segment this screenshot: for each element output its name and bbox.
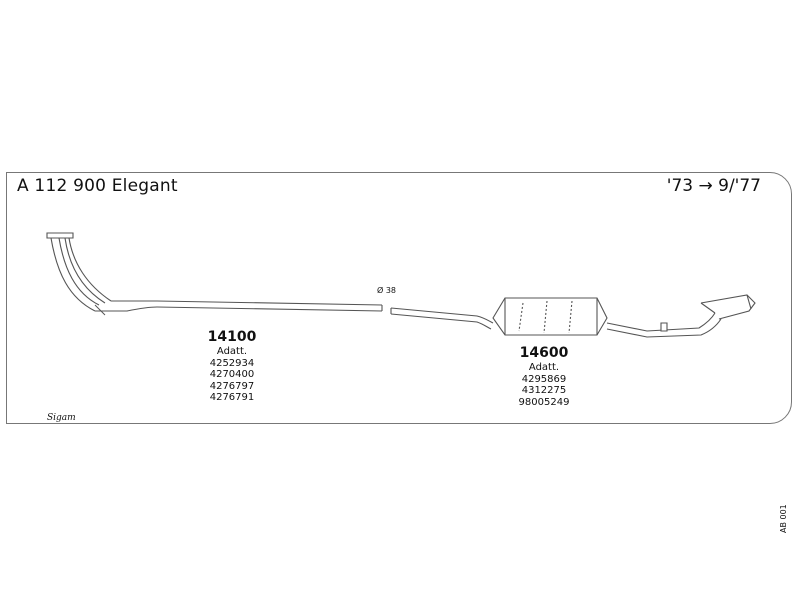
part-note: Adatt. xyxy=(216,346,248,357)
part-number: 14600 xyxy=(519,345,569,361)
muffler-shape xyxy=(492,297,608,336)
part-code: 4312275 xyxy=(521,385,567,396)
front-long-pipe-shape xyxy=(156,300,383,312)
part-code: 98005249 xyxy=(518,396,570,408)
part-code: 4270400 xyxy=(209,369,255,380)
vehicle-title: A 112 900 Elegant xyxy=(17,176,178,196)
year-range: '73 → 9/'77 xyxy=(666,176,761,196)
diameter-label: Ø 38 xyxy=(377,286,397,295)
diagram-panel: A 112 900 Elegant '73 → 9/'77 xyxy=(6,172,792,533)
rear-pipe-shape xyxy=(390,307,494,330)
part-note: Adatt. xyxy=(528,362,560,373)
brand-logo: Sigam xyxy=(47,413,76,423)
front-pipe-shape xyxy=(46,232,158,316)
part-14600: 14600 Adatt. 4295869 4312275 98005249 xyxy=(509,345,579,408)
part-code: 4295869 xyxy=(521,373,567,385)
sheet-code: AB 001 xyxy=(779,504,788,533)
part-code: 4252934 xyxy=(209,357,255,369)
tail-pipe-shape xyxy=(606,294,756,338)
part-code: 4276791 xyxy=(209,392,255,403)
exhaust-diagram xyxy=(46,232,756,338)
part-14100: 14100 Adatt. 4252934 4270400 4276797 427… xyxy=(197,329,267,404)
part-number: 14100 xyxy=(207,329,257,345)
part-code: 4276797 xyxy=(209,380,255,392)
